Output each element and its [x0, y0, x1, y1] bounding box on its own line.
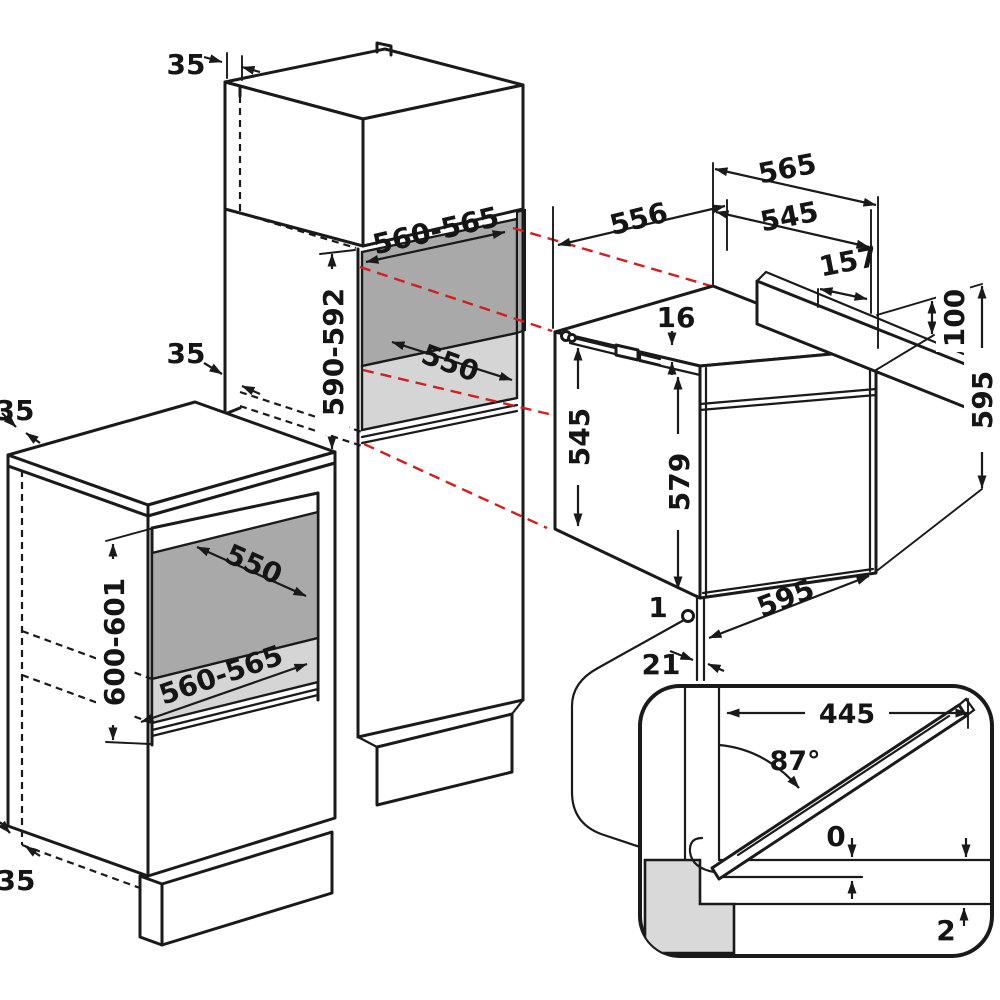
oven-front-face — [698, 348, 878, 600]
dim-line — [196, 545, 307, 598]
dim-door-angle: 87° — [769, 746, 820, 777]
dim-line — [140, 662, 308, 724]
label-bg — [661, 434, 695, 530]
ext-lines — [105, 528, 151, 745]
arrow — [24, 845, 41, 857]
label-bg — [96, 559, 130, 725]
dim-top-clearance: 0 — [826, 820, 845, 853]
dim-door-projection: 445 — [819, 699, 875, 730]
dim-oven-height: 595 — [966, 371, 999, 429]
dim-oven-front-height: 579 — [663, 453, 696, 511]
label-bg — [964, 348, 998, 452]
arrow — [241, 65, 261, 75]
dim-line — [557, 204, 726, 247]
callout-leader — [570, 618, 686, 853]
projection-line-mid — [362, 368, 554, 417]
cabinet-front-section — [683, 686, 721, 862]
dim-tall-side-thickness: 35 — [167, 337, 206, 370]
base-plinth-side — [138, 874, 164, 947]
hidden-shelf-edge — [239, 404, 363, 448]
arrow — [203, 54, 223, 64]
ext-lines — [226, 52, 243, 81]
base-cabinet — [6, 400, 337, 947]
dim-oven-depth-body: 545 — [757, 195, 821, 239]
arrow — [669, 649, 694, 662]
arrow — [203, 362, 223, 375]
plinth-joins — [356, 698, 525, 749]
tall-cabinet-plinth — [375, 712, 514, 807]
hanger-notch — [375, 41, 393, 57]
arrow — [707, 662, 725, 674]
door-angle-inset: 87° 445 0 2 — [638, 684, 994, 958]
dim-base-niche-height: 600-601 — [98, 578, 131, 707]
dim-tall-niche-height: 590-592 — [317, 288, 350, 417]
projection-lines — [359, 226, 712, 530]
arrow — [241, 384, 261, 396]
rail-clamp — [614, 343, 640, 362]
dim-oven-door-thickness: 21 — [642, 648, 681, 681]
dim-oven-depth-no-door: 556 — [606, 196, 671, 242]
label-bg — [561, 389, 595, 485]
dim-base-worktop-thickness: 35 — [0, 394, 34, 427]
label-bg — [805, 698, 889, 728]
dim-bottom-clearance: 2 — [936, 914, 955, 947]
door-end-cap — [957, 697, 976, 718]
rail-tip2 — [567, 333, 577, 343]
projection-line-upper-left — [359, 265, 553, 333]
dim-tall-top-thickness: 35 — [167, 48, 206, 81]
ext-line — [319, 249, 356, 255]
door-inner-line — [736, 714, 951, 857]
dim-line — [714, 167, 877, 207]
cabinet-bottom-edge — [356, 698, 525, 739]
arrow — [25, 432, 41, 444]
projection-line-bottom — [363, 442, 548, 530]
hidden-edge — [239, 211, 357, 250]
label-bg — [936, 284, 970, 352]
shelf-edge-line — [360, 403, 519, 439]
dim-base-bottom-thickness: 35 — [0, 864, 35, 897]
door-thickness-lines — [695, 594, 706, 682]
dim-oven-rear-ledge-height: 100 — [938, 289, 971, 347]
dim-line — [715, 210, 870, 249]
dim-oven-depth-total: 565 — [755, 147, 819, 191]
dim-line — [708, 574, 870, 640]
arrow — [1, 412, 17, 428]
shelf-edge-line — [360, 409, 519, 445]
dim-line — [365, 230, 506, 264]
dim-oven-side-height: 545 — [563, 408, 596, 466]
door-hinge — [688, 836, 716, 874]
label-bg — [315, 269, 349, 435]
projection-line-top — [512, 226, 712, 288]
hidden-shelf-edge — [239, 390, 363, 434]
dim-line — [391, 340, 513, 382]
callout-number: 1 — [648, 591, 667, 624]
angle-arc — [718, 743, 800, 789]
base-niche-top — [150, 491, 320, 530]
hidden-edge — [21, 843, 141, 890]
dim-oven-front-lip: 16 — [657, 301, 696, 334]
arrow — [0, 820, 11, 834]
dims-oven: 556 565 545 157 16 100 595 — [552, 147, 999, 681]
control-panel-groove — [698, 387, 878, 412]
callout-point — [681, 609, 695, 623]
dim-line — [819, 287, 868, 301]
